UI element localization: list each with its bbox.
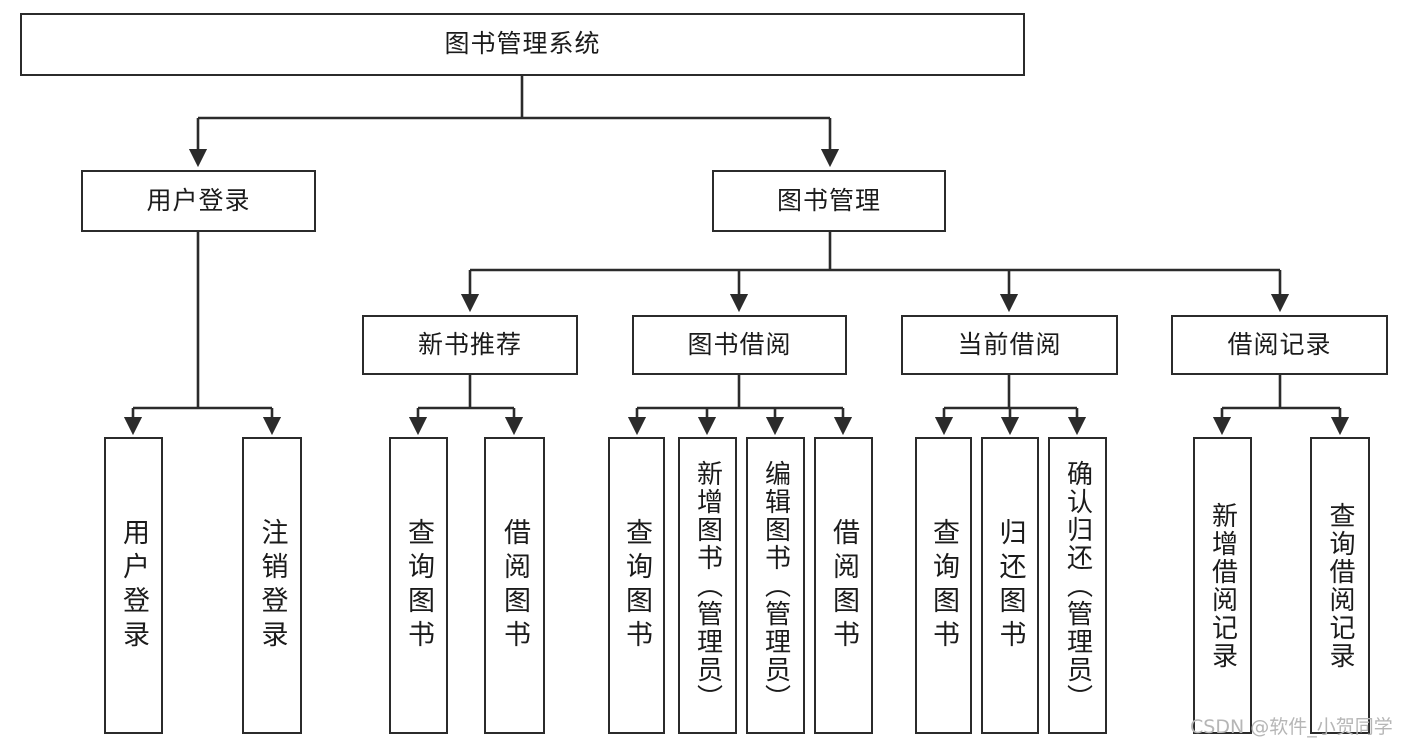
leaf-add-record-label: 新增借阅记录 xyxy=(1207,501,1238,670)
node-current-borrow-label: 当前借阅 xyxy=(957,329,1062,359)
leaf-user-login-label: 用户登录 xyxy=(118,517,149,654)
node-new-book-recommend-label: 新书推荐 xyxy=(417,329,522,359)
node-current-borrow[interactable]: 当前借阅 xyxy=(901,315,1118,375)
node-user-login[interactable]: 用户登录 xyxy=(81,170,316,232)
leaf-confirm-return[interactable]: 确认归还（管理员） xyxy=(1048,437,1107,734)
leaf-edit-book[interactable]: 编辑图书（管理员） xyxy=(746,437,805,734)
node-book-borrow[interactable]: 图书借阅 xyxy=(632,315,847,375)
leaf-query-book-3-label: 查询图书 xyxy=(928,517,959,654)
leaf-return-book-label: 归还图书 xyxy=(994,517,1026,654)
leaf-query-book-3[interactable]: 查询图书 xyxy=(915,437,972,734)
leaf-add-record[interactable]: 新增借阅记录 xyxy=(1193,437,1252,734)
leaf-query-book-1-label: 查询图书 xyxy=(403,517,434,654)
leaf-user-logout[interactable]: 注销登录 xyxy=(242,437,302,734)
leaf-query-record-label: 查询借阅记录 xyxy=(1325,501,1355,670)
node-root[interactable]: 图书管理系统 xyxy=(20,13,1025,76)
leaf-query-book-1[interactable]: 查询图书 xyxy=(389,437,448,734)
node-book-manage-label: 图书管理 xyxy=(776,185,881,215)
csdn-watermark: CSDN @软件_小贺同学 xyxy=(1190,716,1393,738)
leaf-borrow-book-1[interactable]: 借阅图书 xyxy=(484,437,545,734)
leaf-borrow-book-2-label: 借阅图书 xyxy=(828,517,859,654)
leaf-return-book[interactable]: 归还图书 xyxy=(981,437,1039,734)
node-root-label: 图书管理系统 xyxy=(444,29,601,59)
leaf-confirm-return-label: 确认归还（管理员） xyxy=(1062,459,1093,712)
leaf-query-book-2[interactable]: 查询图书 xyxy=(608,437,665,734)
leaf-user-login[interactable]: 用户登录 xyxy=(104,437,163,734)
node-book-manage[interactable]: 图书管理 xyxy=(712,170,946,232)
node-borrow-record-label: 借阅记录 xyxy=(1227,329,1332,359)
node-borrow-record[interactable]: 借阅记录 xyxy=(1171,315,1388,375)
leaf-add-book-label: 新增图书（管理员） xyxy=(692,459,723,712)
node-book-borrow-label: 图书借阅 xyxy=(687,329,792,359)
leaf-query-book-2-label: 查询图书 xyxy=(621,517,652,654)
node-user-login-label: 用户登录 xyxy=(146,185,251,215)
leaf-query-record[interactable]: 查询借阅记录 xyxy=(1310,437,1370,734)
leaf-borrow-book-1-label: 借阅图书 xyxy=(499,517,530,654)
leaf-add-book[interactable]: 新增图书（管理员） xyxy=(678,437,737,734)
leaf-edit-book-label: 编辑图书（管理员） xyxy=(760,459,791,712)
node-new-book-recommend[interactable]: 新书推荐 xyxy=(362,315,578,375)
leaf-user-logout-label: 注销登录 xyxy=(256,517,288,654)
leaf-borrow-book-2[interactable]: 借阅图书 xyxy=(814,437,873,734)
